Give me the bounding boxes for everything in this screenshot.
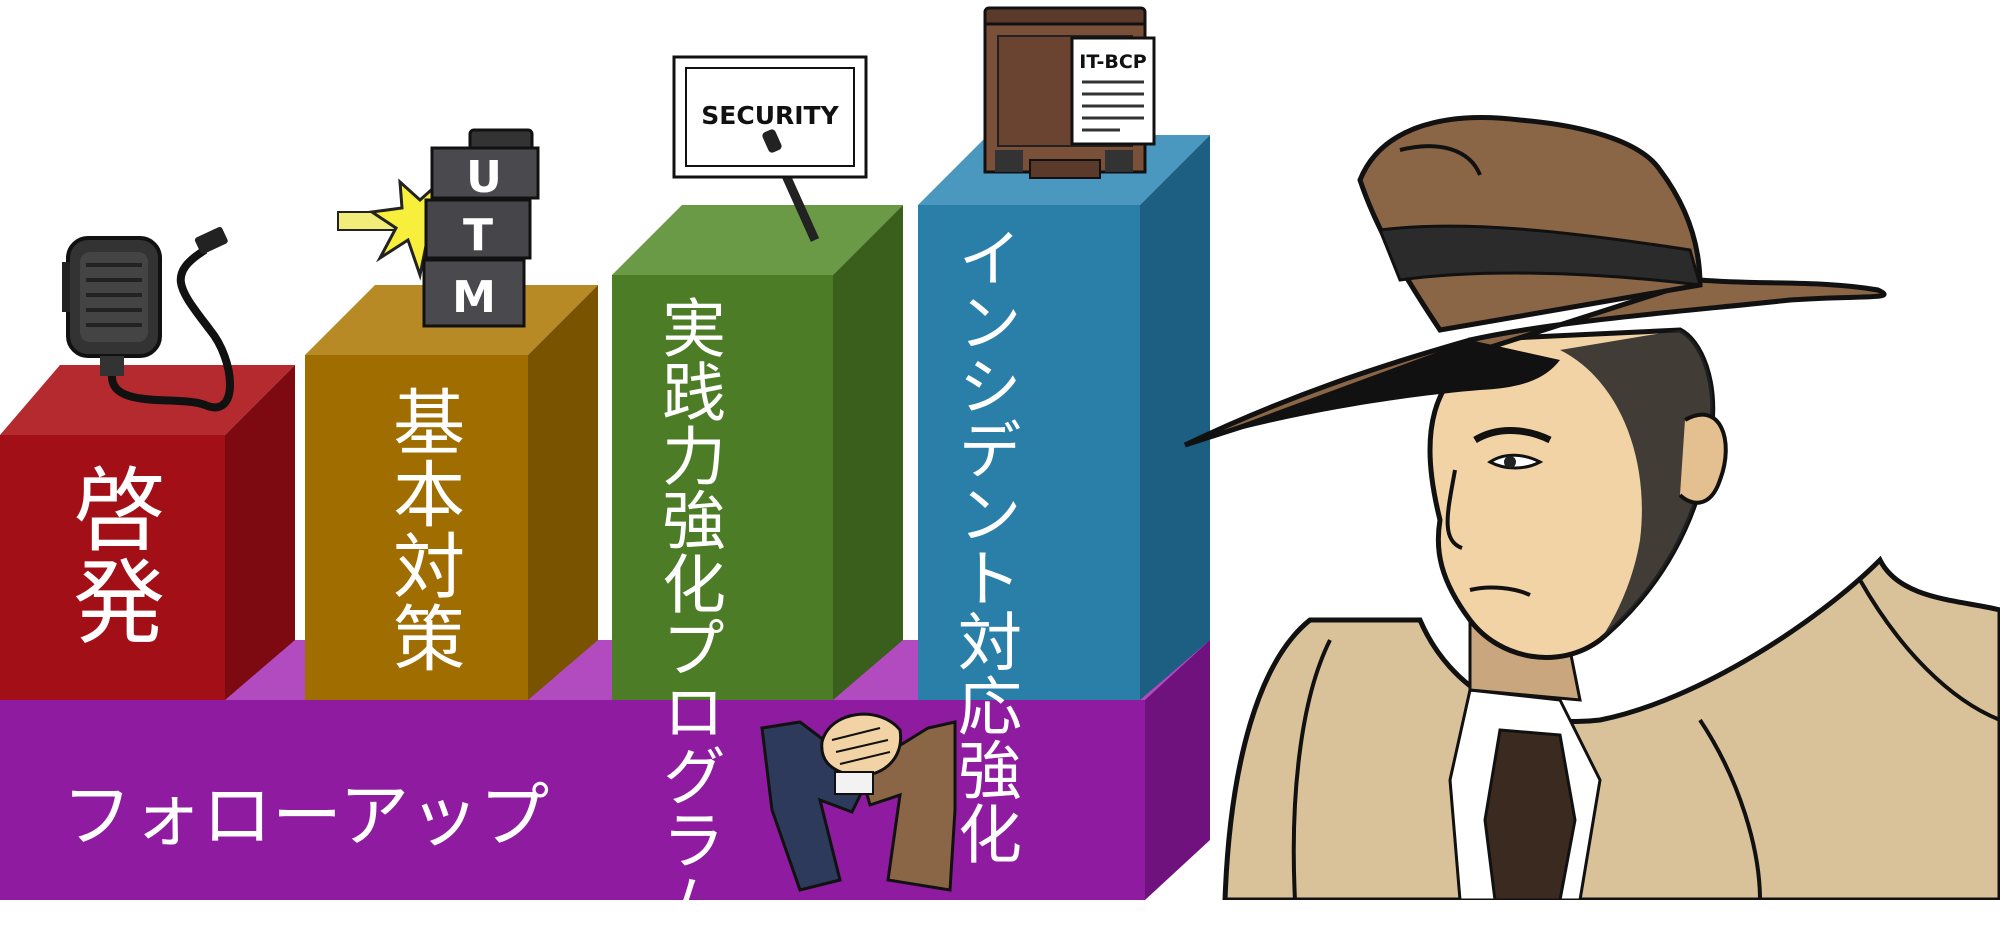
briefcase-icon: IT-BCP (983, 6, 1156, 179)
utm-letter-m: M (452, 272, 496, 323)
block-awareness-label: 啓発 (57, 462, 165, 646)
framework-diagram: U T M SECURITY IT-BCP (0, 6, 2000, 900)
radio-microphone-icon (62, 226, 234, 412)
utm-letter-u: U (466, 152, 502, 203)
follow-up-label: フォローアップ (62, 775, 550, 857)
utm-appliance-icon: U T M (337, 128, 540, 328)
block-incident-response-label: インシデント対応強化 (947, 225, 1021, 865)
detective-illustration (1183, 115, 2000, 900)
utm-letter-t: T (463, 210, 493, 261)
block-basic-measures-label: 基本対策 (380, 385, 465, 673)
document-title: IT-BCP (1079, 51, 1147, 73)
block-practical-program (612, 205, 903, 700)
handshake-icon (760, 712, 957, 892)
security-sign-icon: SECURITY (672, 55, 868, 242)
security-sign-text: SECURITY (701, 101, 839, 130)
block-practical-program-label: 実践力強化プログラム (651, 295, 725, 935)
